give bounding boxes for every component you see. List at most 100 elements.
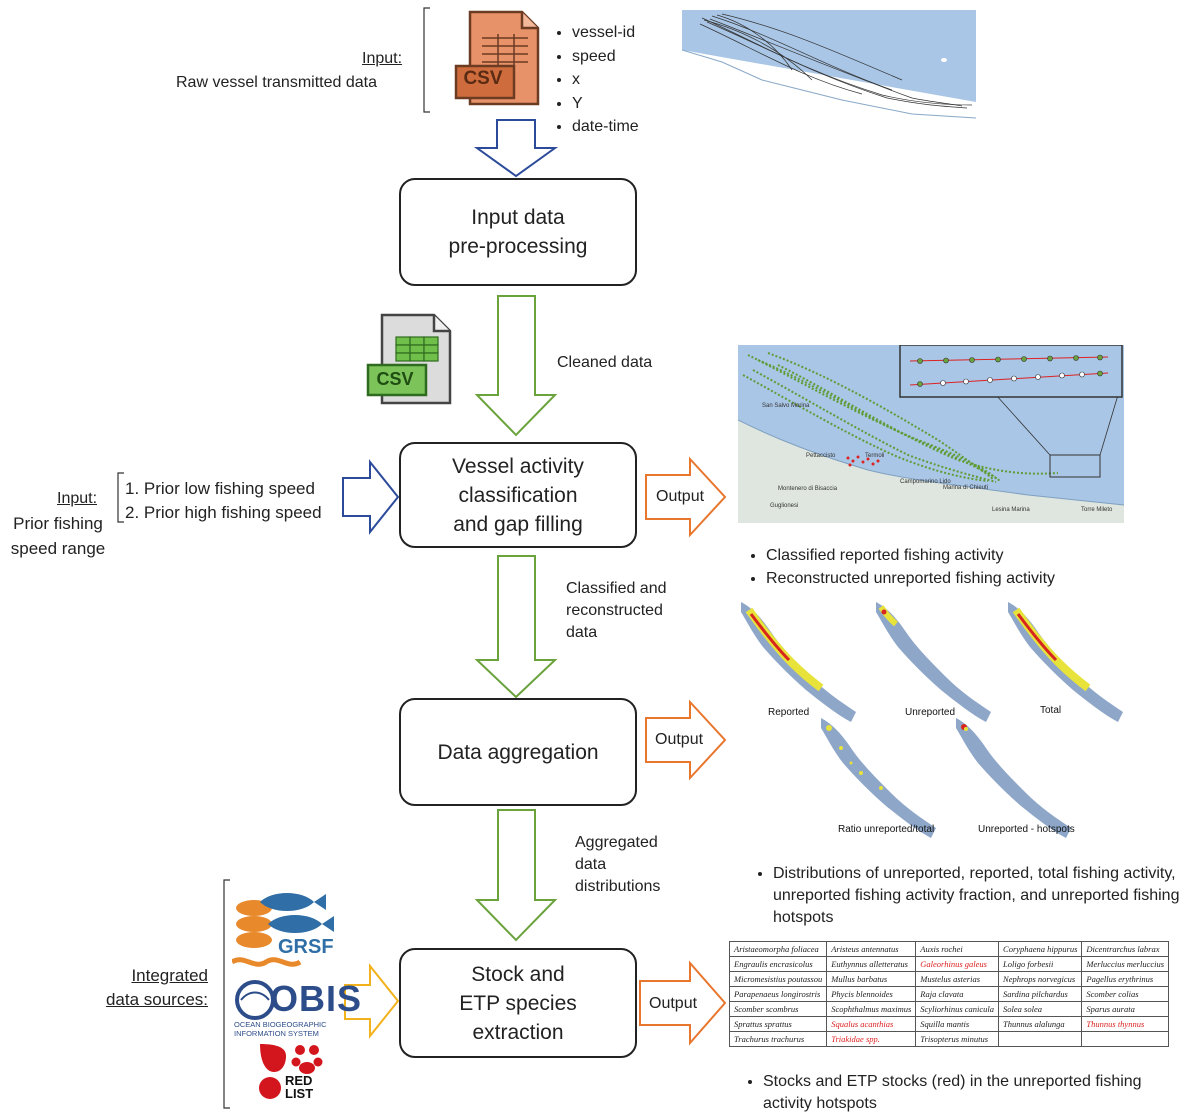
- csv-file-icon-green: [366, 313, 452, 405]
- field-item: speed: [572, 45, 692, 69]
- map-label-unreported: Unreported: [905, 707, 956, 718]
- map-total: [1008, 602, 1123, 722]
- species-cell: [1081, 1031, 1170, 1047]
- arrow-aggregation-to-extraction: [474, 809, 558, 942]
- map-label-ratio: Ratio unreported/total: [838, 824, 935, 835]
- aggregated-distribution-maps: [741, 602, 1123, 838]
- flow-label-aggregated: Aggregated data distributions: [575, 834, 661, 895]
- place-name: Lesina Marina: [992, 507, 1030, 513]
- species-cell: Dicentrarchus labrax: [1081, 941, 1170, 957]
- raw-tracks-map: [682, 10, 976, 130]
- step-classification: Vessel activity classification and gap f…: [399, 442, 637, 548]
- place-name: Torre Mileto: [1081, 507, 1113, 513]
- species-cell: Sparus aurata: [1081, 1001, 1170, 1017]
- bracket-prior-speed: [117, 472, 124, 523]
- species-cell: Scomber scombrus: [728, 1001, 828, 1017]
- extraction-output-list: Stocks and ETP stocks (red) in the unrep…: [743, 1071, 1183, 1115]
- output-bullet: Stocks and ETP stocks (red) in the unrep…: [763, 1071, 1183, 1115]
- species-cell: [998, 1031, 1083, 1047]
- species-cell: Micromesistius poutassou: [728, 971, 828, 987]
- raw-input-heading: Input:: [362, 50, 403, 67]
- species-cell: Thunnus thynnus: [1081, 1016, 1170, 1032]
- place-name: Guglionesi: [770, 503, 798, 509]
- place-name: Termoli: [865, 453, 884, 459]
- species-cell: Squilla mantis: [915, 1016, 1000, 1032]
- prior-speed-heading: Input:: [57, 490, 98, 507]
- red-list-text: RED LIST: [285, 1073, 314, 1101]
- species-cell: Trachurus trachurus: [728, 1031, 828, 1047]
- raw-input-label: Input:: [362, 48, 402, 70]
- species-cell: Aristaeomorpha foliacea: [728, 941, 828, 957]
- output-label-extraction: Output: [649, 995, 698, 1012]
- species-cell: Galeorhinus galeus: [915, 956, 1000, 972]
- field-item: x: [572, 68, 692, 92]
- aggregation-output-list: Distributions of unreported, reported, t…: [753, 863, 1183, 929]
- output-bullet: Reconstructed unreported fishing activit…: [766, 567, 1186, 590]
- species-cell: Sprattus sprattus: [728, 1016, 828, 1032]
- place-name: Campomarino Lido: [900, 479, 951, 485]
- map-unreported: [876, 602, 991, 722]
- grsf-logo: [232, 893, 334, 967]
- output-label-aggregation: Output: [655, 731, 704, 748]
- field-item: date-time: [572, 115, 692, 139]
- arrow-prior-speed-to-classification: [342, 459, 400, 535]
- species-cell: Pagellus erythrinus: [1081, 971, 1170, 987]
- arrow-preprocess-to-classification: [474, 295, 558, 437]
- raw-field-list: vessel-id speed x Y date-time: [552, 21, 692, 139]
- map-hotspots: [956, 718, 1071, 838]
- species-cell: Parapenaeus longirostris: [728, 986, 828, 1002]
- map-label-hotspots: Unreported - hotspots: [978, 824, 1075, 835]
- field-item: vessel-id: [572, 21, 692, 45]
- species-cell: Trisopterus minutus: [915, 1031, 1000, 1047]
- prior-speed-description: Prior fishing speed range: [10, 514, 106, 558]
- species-cell: Mustelus asterias: [915, 971, 1000, 987]
- obis-logo-text: OBIS: [270, 978, 363, 1019]
- species-cell: Loligo forbesii: [998, 956, 1083, 972]
- species-cell: Thunnus alalunga: [998, 1016, 1083, 1032]
- raw-input-description: Raw vessel transmitted data: [176, 74, 377, 91]
- field-item: Y: [572, 92, 692, 116]
- species-cell: Nephrops norvegicus: [998, 971, 1083, 987]
- species-cell: Sardina pilchardus: [998, 986, 1083, 1002]
- output-bullet: Classified reported fishing activity: [766, 544, 1186, 567]
- step-aggregation: Data aggregation: [399, 698, 637, 806]
- step-extraction: Stock and ETP species extraction: [399, 948, 637, 1058]
- csv-badge-raw: CSV: [463, 68, 503, 89]
- map-label-reported: Reported: [768, 707, 810, 718]
- csv-file-icon: [454, 10, 540, 106]
- csv-badge-cleaned: CSV: [376, 369, 414, 389]
- sources-label: Integrated data sources:: [98, 964, 208, 1012]
- arrow-classification-to-aggregation: [474, 555, 558, 699]
- prior-speed-item-1: 1. Prior low fishing speed: [125, 479, 315, 498]
- species-cell: Aristeus antennatus: [826, 941, 917, 957]
- species-cell: Raja clavata: [915, 986, 1000, 1002]
- bracket-raw-input: [423, 7, 430, 113]
- classified-activity-map: San Salvo Marina Pettaccisto Termoli Cam…: [738, 345, 1124, 523]
- flow-label-cleaned: Cleaned data: [557, 354, 653, 371]
- obis-subtitle: OCEAN BIOGEOGRAPHIC INFORMATION SYSTEM: [234, 1020, 327, 1038]
- species-cell: Solea solea: [998, 1001, 1083, 1017]
- red-list-logo: [259, 1044, 323, 1099]
- output-label-classification: Output: [656, 488, 705, 505]
- species-cell: Scomber colias: [1081, 986, 1170, 1002]
- place-name: Marina di Chieuti: [943, 485, 988, 491]
- sources-heading: Integrated data sources:: [105, 966, 208, 1009]
- map-reported: [741, 602, 856, 722]
- species-cell: Euthynnus alletteratus: [826, 956, 917, 972]
- place-name: Pettaccisto: [806, 453, 836, 459]
- arrow-raw-to-preprocess: [473, 119, 559, 178]
- flow-label-classified: Classified and reconstructed data: [566, 580, 667, 641]
- species-cell: Scophthalmus maximus: [826, 1001, 917, 1017]
- bracket-sources: [223, 879, 230, 1109]
- species-cell: Merluccius merluccius: [1081, 956, 1170, 972]
- species-cell: Coryphaena hippurus: [998, 941, 1083, 957]
- species-cell: Scyliorhinus canicula: [915, 1001, 1000, 1017]
- species-cell: Engraulis encrasicolus: [728, 956, 828, 972]
